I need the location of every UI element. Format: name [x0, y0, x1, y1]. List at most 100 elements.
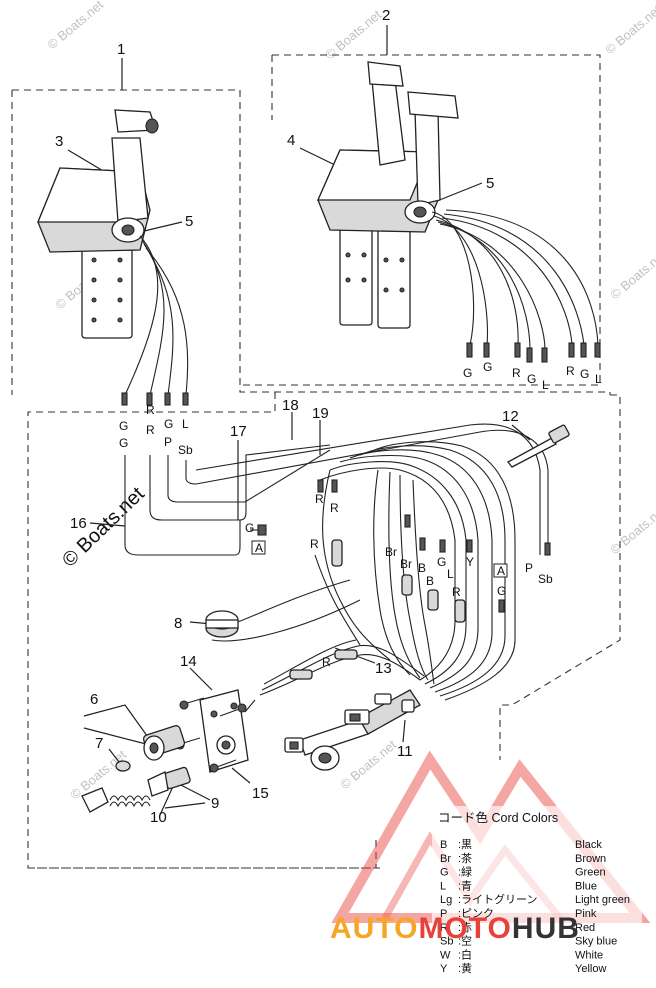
wire-label: R — [566, 364, 575, 378]
single-control-wires — [121, 235, 189, 406]
cord-jp-name: :ライトグリーン — [458, 892, 538, 906]
wire-label: G — [497, 584, 506, 598]
dual-control-wires — [431, 209, 601, 363]
wire-label: R — [322, 655, 331, 669]
cord-code: P — [440, 908, 447, 920]
wire-label: R — [512, 366, 521, 380]
callout-15: 15 — [252, 785, 269, 802]
watermark: © Boats.net — [607, 247, 656, 303]
group-1-boundary — [12, 89, 611, 395]
stop-switch — [147, 766, 191, 797]
buzzer — [205, 610, 239, 638]
cord-jp-name: :白 — [458, 947, 472, 961]
callout-11: 11 — [397, 743, 413, 760]
callout-14: 14 — [180, 653, 197, 670]
cord-en-name: Pink — [575, 908, 597, 920]
callout-3: 3 — [55, 133, 63, 150]
cord-code: G — [440, 867, 449, 879]
cord-colors-title: コード色 Cord Colors — [438, 810, 558, 825]
wire-label: Br — [385, 545, 397, 559]
cord-jp-name: :緑 — [458, 865, 472, 879]
wire-label: B — [418, 561, 426, 575]
wire-labels-top-right: G G R G L R G L — [463, 360, 602, 392]
wire-label: G — [580, 367, 589, 381]
cord-en-name: Brown — [575, 853, 606, 865]
cord-en-name: Black — [575, 839, 602, 851]
cord-code: B — [440, 839, 447, 851]
wire-label: R — [330, 501, 339, 515]
panel-screws — [175, 697, 247, 773]
callout-12: 12 — [502, 408, 519, 425]
callout-9: 9 — [211, 795, 219, 812]
mounting-plate-holes — [91, 257, 123, 323]
callout-2: 2 — [382, 7, 390, 24]
remote-control-single — [37, 109, 159, 339]
wire-label: L — [542, 378, 549, 392]
wire-label: L — [595, 372, 602, 386]
wire-label: P — [164, 435, 172, 449]
wire-label: G — [527, 372, 536, 386]
watermark: © Boats.net — [337, 737, 399, 793]
cord-jp-name: :茶 — [458, 852, 472, 865]
callout-7: 7 — [95, 735, 103, 752]
callout-8: 8 — [174, 615, 182, 632]
cord-jp-name: :赤 — [458, 921, 472, 934]
cord-jp-name: :青 — [458, 879, 472, 892]
cord-en-name: White — [575, 949, 603, 961]
watermark: © Boats.net — [602, 2, 656, 58]
cord-en-name: Light green — [575, 894, 630, 906]
callouts: 1 2 3 4 5 5 6 7 8 9 10 11 12 13 14 15 16… — [55, 7, 519, 826]
wire-label: R — [146, 403, 155, 417]
cord-code: W — [440, 949, 451, 961]
cord-code: R — [440, 922, 448, 934]
wire-label: G — [119, 436, 128, 450]
callout-18: 18 — [282, 397, 299, 414]
callout-17: 17 — [230, 423, 247, 440]
wire-labels-mid: R R R G R Br Br B B G L Y R P Sb G — [245, 492, 553, 669]
callout-5-left: 5 — [185, 213, 193, 230]
wire-label: Y — [466, 555, 474, 569]
lower-right-boundary — [499, 394, 621, 760]
callout-6: 6 — [90, 691, 98, 708]
group-2-boundary — [240, 54, 601, 386]
switch-panel — [81, 689, 249, 813]
cord-code: Br — [440, 853, 451, 865]
wire-label: L — [447, 567, 454, 581]
dual-wire-connectors — [466, 342, 601, 363]
cord-en-name: Sky blue — [575, 936, 617, 948]
wire-label: P — [525, 561, 533, 575]
wire-label: Sb — [538, 572, 553, 586]
group-boundaries — [11, 54, 621, 869]
cord-jp-name: :ピンク — [458, 907, 494, 920]
cord-code: Lg — [440, 894, 452, 906]
remote-control-dual — [317, 61, 459, 329]
cord-jp-name: :黒 — [458, 838, 472, 851]
wire-label: G — [437, 555, 446, 569]
boxed-markers: A A — [251, 540, 508, 578]
cord-en-name: Green — [575, 867, 606, 879]
brand-name: AUTOMOTOHUB — [330, 912, 580, 945]
watermark: © Boats.net — [44, 0, 106, 52]
wire-label: G — [245, 521, 254, 535]
callout-5-right: 5 — [486, 175, 494, 192]
callout-1: 1 — [117, 41, 125, 58]
wire-label: B — [426, 574, 434, 588]
cord-en-name: Blue — [575, 880, 597, 892]
main-harness — [124, 423, 551, 713]
wire-label: Sb — [178, 443, 193, 457]
wire-label: L — [182, 417, 189, 431]
wire-label: G — [164, 417, 173, 431]
wire-label: G — [119, 419, 128, 433]
cord-code: Y — [440, 963, 448, 975]
wire-labels-left: G G R R G P L Sb — [119, 403, 193, 457]
cord-code: L — [440, 880, 446, 892]
callout-16: 16 — [70, 515, 87, 532]
cord-jp-name: :黄 — [458, 961, 472, 975]
cord-code: Sb — [440, 936, 453, 948]
cord-jp-name: :空 — [458, 934, 472, 948]
callout-10: 10 — [150, 809, 167, 826]
wire-label: R — [310, 537, 319, 551]
lower-boundary — [27, 392, 377, 869]
